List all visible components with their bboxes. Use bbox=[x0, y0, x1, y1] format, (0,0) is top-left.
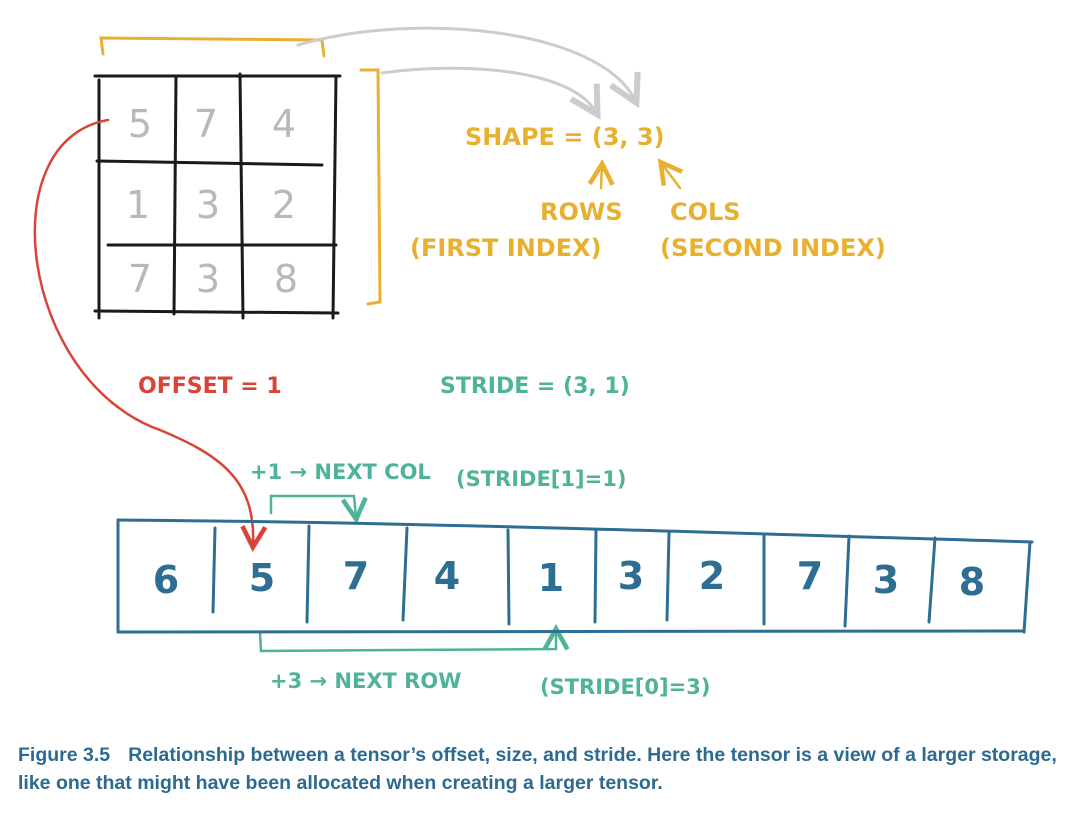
rows-sublabel: (FIRST INDEX) bbox=[410, 234, 602, 262]
storage-values: 6 5 7 4 1 3 2 7 3 8 bbox=[153, 554, 985, 604]
cols-sublabel: (SECOND INDEX) bbox=[660, 234, 886, 262]
storage-cell: 3 bbox=[873, 558, 899, 602]
rows-index-arrow bbox=[601, 166, 602, 190]
storage-cell: 3 bbox=[618, 554, 644, 598]
caption-text: Relationship between a tensor’s offset, … bbox=[18, 744, 1057, 794]
next-col-label: +1 → NEXT COL bbox=[250, 460, 431, 484]
stride-label: STRIDE = (3, 1) bbox=[440, 374, 630, 399]
storage-cell: 8 bbox=[959, 560, 985, 604]
tensor-stride-diagram: 5 7 4 1 3 2 7 3 8 SHAPE = (3, 3) ROWS (F… bbox=[33, 26, 1034, 699]
shape-label: SHAPE = (3, 3) bbox=[465, 123, 665, 151]
matrix-cell: 3 bbox=[196, 183, 220, 227]
shape-index-arrows bbox=[601, 164, 680, 190]
cols-index-arrow bbox=[662, 164, 680, 190]
shape-annotation: SHAPE = (3, 3) ROWS (FIRST INDEX) COLS (… bbox=[410, 123, 886, 262]
matrix-cell: 3 bbox=[196, 257, 220, 301]
matrix-cell: 4 bbox=[272, 102, 296, 146]
matrix-grid bbox=[93, 72, 342, 320]
matrix-cell: 7 bbox=[194, 102, 218, 146]
rows-connector-arrow bbox=[380, 66, 596, 112]
next-row-note: (STRIDE[0]=3) bbox=[540, 675, 710, 699]
matrix-cell: 7 bbox=[128, 257, 152, 301]
matrix-cell: 8 bbox=[274, 257, 298, 301]
next-col-bracket-arrow bbox=[269, 494, 356, 517]
cols-label: COLS bbox=[670, 198, 741, 226]
storage-cell: 7 bbox=[343, 554, 369, 598]
offset-arrow bbox=[33, 118, 253, 545]
matrix-cell: 1 bbox=[126, 183, 150, 227]
matrix-cell: 2 bbox=[272, 183, 296, 227]
next-row-bracket-arrow bbox=[258, 631, 556, 653]
shape-brackets bbox=[99, 36, 382, 306]
offset-label: OFFSET = 1 bbox=[138, 374, 282, 399]
stride-annotations: STRIDE = (3, 1) +1 → NEXT COL (STRIDE[1]… bbox=[250, 374, 710, 699]
figure-number: Figure 3.5 bbox=[18, 744, 111, 766]
matrix-values: 5 7 4 1 3 2 7 3 8 bbox=[126, 102, 298, 301]
storage-cell: 4 bbox=[434, 554, 460, 598]
storage-cell: 7 bbox=[797, 554, 823, 598]
storage-cell: 2 bbox=[699, 554, 725, 598]
storage-cell: 5 bbox=[249, 556, 275, 600]
cols-bracket bbox=[99, 36, 326, 58]
next-row-label: +3 → NEXT ROW bbox=[270, 669, 461, 693]
matrix-cell: 5 bbox=[128, 102, 152, 146]
gray-connector-arrows bbox=[296, 26, 635, 112]
stride-arrows bbox=[258, 494, 556, 653]
storage-cell: 6 bbox=[153, 558, 179, 602]
storage-strip bbox=[116, 518, 1034, 634]
cols-connector-arrow bbox=[296, 26, 635, 100]
storage-cell: 1 bbox=[538, 556, 564, 600]
rows-label: ROWS bbox=[540, 198, 623, 226]
next-col-note: (STRIDE[1]=1) bbox=[456, 467, 626, 491]
rows-bracket bbox=[359, 68, 382, 306]
